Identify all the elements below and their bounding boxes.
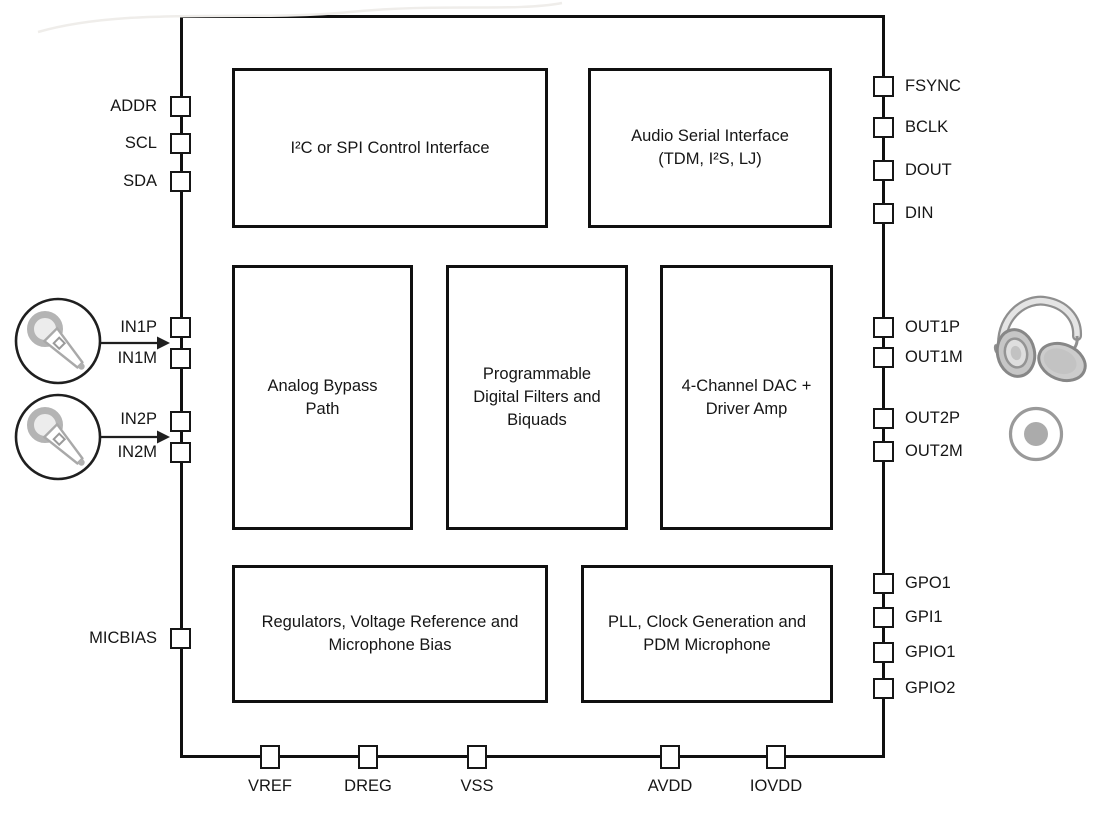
pin-in2m [170,442,191,463]
block-analog-bypass: Analog Bypass Path [232,265,413,530]
pin-label-gpio1: GPIO1 [905,643,956,661]
pin-din [873,203,894,224]
block-label: PLL, Clock Generation and PDM Microphone [607,613,807,654]
pin-out2m [873,441,894,462]
pin-out1m [873,347,894,368]
pin-gpio2 [873,678,894,699]
pin-micbias [170,628,191,649]
block-dac-driver-amp: 4-Channel DAC + Driver Amp [660,265,833,530]
pin-label-out2m: OUT2M [905,442,963,460]
pin-dout [873,160,894,181]
headphones-icon [993,295,1087,383]
pin-label-dreg: DREG [344,777,392,795]
pin-label-scl: SCL [124,134,157,152]
block-control-interface: I²C or SPI Control Interface [232,68,548,228]
speaker-icon [1008,406,1064,462]
pin-label-in2p: IN2P [120,410,157,428]
pin-addr [170,96,191,117]
pin-label-in2m: IN2M [117,443,157,461]
block-label: Audio Serial Interface (TDM, I²S, LJ) [631,127,789,168]
pin-label-din: DIN [905,204,934,222]
pin-scl [170,133,191,154]
pin-iovdd [766,745,786,769]
pin-label-out1p: OUT1P [905,318,961,336]
block-regulators-micbias: Regulators, Voltage Reference and Microp… [232,565,548,703]
pin-gpi1 [873,607,894,628]
pin-label-gpo1: GPO1 [905,574,951,592]
pin-in1m [170,348,191,369]
microphone-icon [14,393,102,481]
pin-vref [260,745,280,769]
pin-label-out2p: OUT2P [905,409,961,427]
pin-label-out1m: OUT1M [905,348,963,366]
block-label: I²C or SPI Control Interface [290,138,490,157]
pin-label-iovdd: IOVDD [749,777,803,795]
pin-label-addr: ADDR [110,97,157,115]
pin-gpo1 [873,573,894,594]
pin-out2p [873,408,894,429]
block-digital-filters: Programmable Digital Filters and Biquads [446,265,628,530]
block-audio-serial-interface: Audio Serial Interface (TDM, I²S, LJ) [588,68,832,228]
pin-label-micbias: MICBIAS [89,629,157,647]
pin-label-fsync: FSYNC [905,77,961,95]
pin-sda [170,171,191,192]
pin-label-gpio2: GPIO2 [905,679,956,697]
pin-dreg [358,745,378,769]
block-label: 4-Channel DAC + Driver Amp [681,376,812,418]
pin-label-in1p: IN1P [120,318,157,336]
pin-label-vref: VREF [247,777,292,795]
pin-label-sda: SDA [123,172,157,190]
pin-vss [467,745,487,769]
pin-in1p [170,317,191,338]
pin-fsync [873,76,894,97]
pin-bclk [873,117,894,138]
pin-gpio1 [873,642,894,663]
pin-avdd [660,745,680,769]
microphone-icon [14,297,102,385]
pin-label-in1m: IN1M [117,349,157,367]
pin-label-dout: DOUT [905,161,952,179]
pin-label-gpi1: GPI1 [905,608,943,626]
pin-label-avdd: AVDD [647,777,693,795]
pin-out1p [873,317,894,338]
block-label: Analog Bypass Path [267,376,378,418]
pin-label-bclk: BCLK [905,118,949,136]
block-pll-clock-pdm: PLL, Clock Generation and PDM Microphone [581,565,833,703]
block-label: Programmable Digital Filters and Biquads [473,365,601,429]
block-label: Regulators, Voltage Reference and Microp… [261,613,519,654]
pin-in2p [170,411,191,432]
pin-label-vss: VSS [460,777,494,795]
